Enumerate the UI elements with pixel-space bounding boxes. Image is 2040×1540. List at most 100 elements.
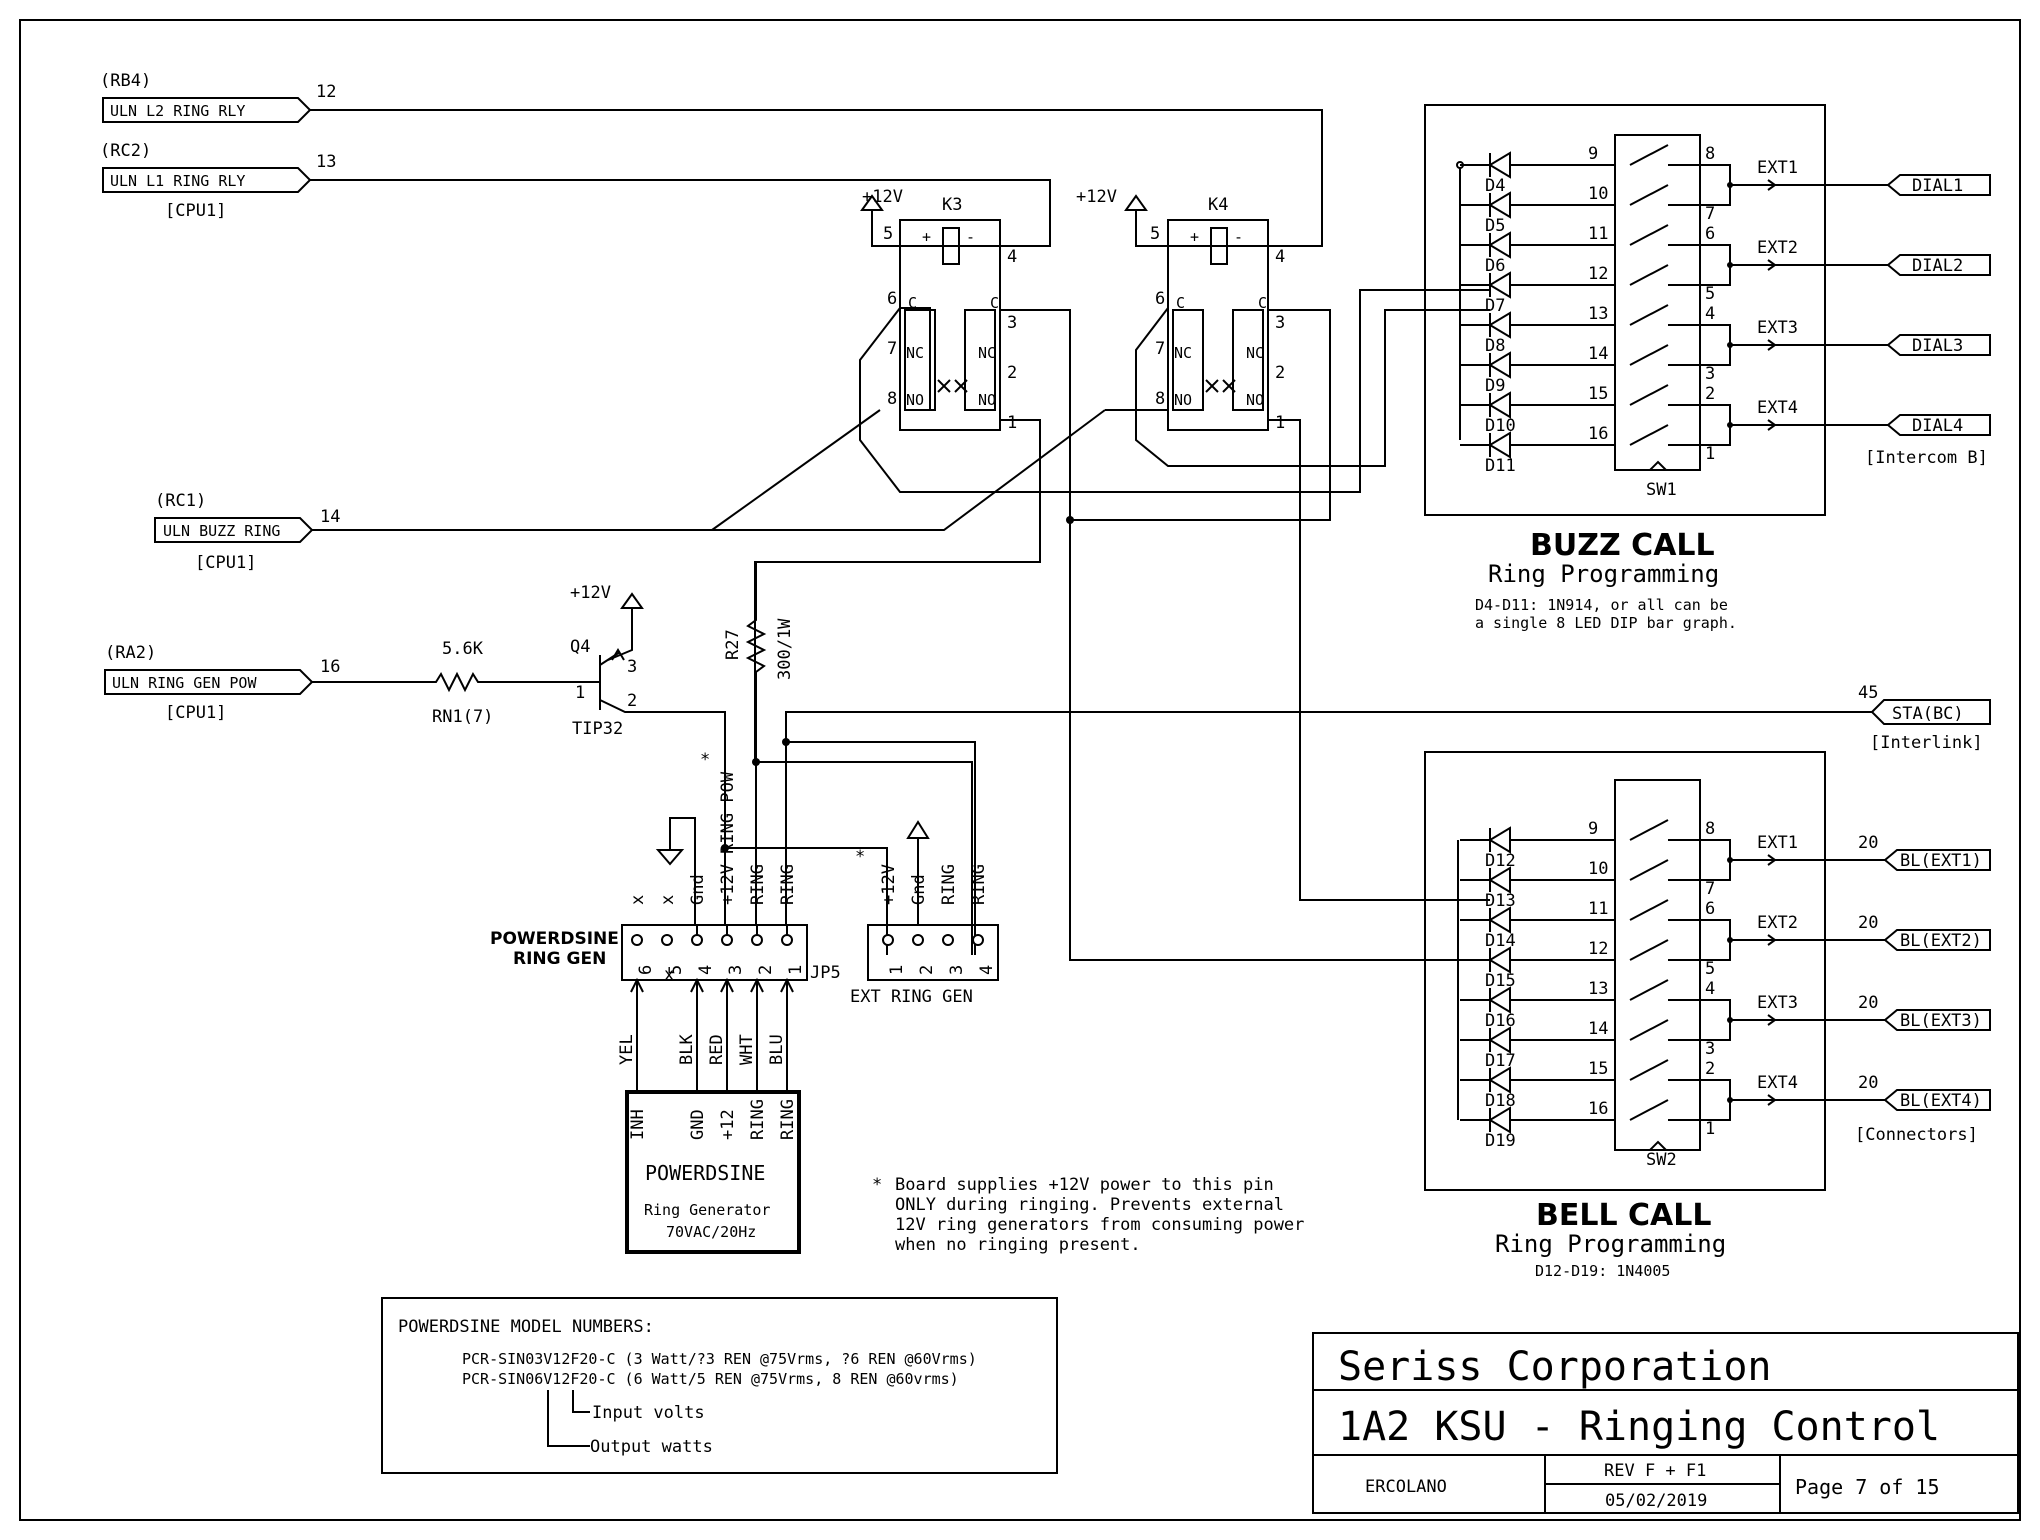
svg-text:6: 6 [887, 289, 897, 309]
jp5-pin-num-1: 6 [636, 965, 656, 975]
svg-text:2: 2 [1275, 363, 1285, 383]
buzz-diode-label-6: D9 [1485, 376, 1505, 396]
jp5-top-label-2: x [658, 895, 678, 905]
connectors-label: [Connectors] [1855, 1125, 1978, 1145]
buzz-switch-4 [1629, 264, 1700, 286]
pin-45-label: 45 [1858, 683, 1878, 703]
buzz-sw-right-pin-1: 8 [1705, 144, 1715, 164]
buzz-diode-7 [1488, 391, 1511, 419]
bl-flag-1 [1775, 849, 1991, 871]
ext-pin-2 [912, 934, 924, 946]
buzz-sw-right-pin-3: 6 [1705, 224, 1715, 244]
jp5-pin-2 [661, 934, 673, 946]
svg-text:1: 1 [1275, 413, 1285, 433]
k4-label: K4 [1208, 195, 1228, 215]
dial-flag-2 [1775, 254, 1991, 276]
buzz-sw-right-pin-4: 5 [1705, 284, 1715, 304]
bell-sw-left-pin-7: 15 [1588, 1059, 1608, 1079]
svg-text:4: 4 [1275, 247, 1285, 267]
bell-diode-label-7: D18 [1485, 1091, 1516, 1111]
bl-flag-3 [1775, 1009, 1991, 1031]
jp5-pin-5 [751, 934, 763, 946]
bell-diode-2 [1488, 866, 1511, 894]
rn1-label: RN1(7) [432, 707, 493, 727]
module-pin-label-4: RING [748, 1099, 768, 1140]
bell-switch-1 [1629, 819, 1700, 841]
svg-text:ONLY during ringing. Prevents: ONLY during ringing. Prevents external [895, 1195, 1284, 1215]
r27-value-label: 300/1W [775, 618, 795, 680]
buzz-sw-left-pin-2: 10 [1588, 184, 1608, 204]
svg-text:7: 7 [887, 339, 897, 359]
bell-diode-5 [1488, 986, 1511, 1014]
ext-pin-num-2: 2 [917, 965, 937, 975]
jp5-pin-num-3: 4 [696, 965, 716, 975]
k3-label: K3 [942, 195, 962, 215]
module-desc1: Ring Generator [644, 1201, 770, 1219]
buzz-diode-label-3: D6 [1485, 256, 1505, 276]
net-uln-buzz: (RC1) ULN BUZZ RING 14 [CPU1] [154, 409, 1106, 573]
bell-sw-right-pin-1: 8 [1705, 819, 1715, 839]
jp5-pin-6 [781, 934, 793, 946]
models-line1: PCR-SIN03V12F20-C (3 Watt/?3 REN @75Vrms… [462, 1350, 977, 1368]
svg-text:+: + [1190, 228, 1199, 246]
buzz-switch-1 [1629, 144, 1700, 166]
bell-switch-2 [1629, 859, 1700, 881]
dial-flag-1 [1775, 174, 1991, 196]
buzz-title: BUZZ CALL [1530, 528, 1715, 563]
bl-pin-label-4: 20 [1858, 1073, 1878, 1093]
svg-text:NC: NC [1246, 344, 1264, 362]
net-sta-bc: 45 STA(BC) [Interlink] [785, 683, 1991, 925]
net-uln-l1: (RC2) ULN L1 RING RLY 13 [CPU1] [100, 141, 1051, 247]
jp5-wire-label-1: YEL [617, 1034, 637, 1065]
models-line2: PCR-SIN06V12F20-C (6 Watt/5 REN @75Vrms,… [462, 1370, 959, 1388]
buzz-ext-label-3: EXT3 [1757, 318, 1798, 338]
bell-sw-right-pin-8: 1 [1705, 1119, 1715, 1139]
ext-top-label-3: RING [939, 864, 959, 905]
net-rc2-label: (RC2) [100, 141, 151, 161]
ext-gen-star: * [855, 847, 865, 867]
buzz-switch-6 [1629, 344, 1700, 366]
svg-text:C: C [1258, 294, 1267, 312]
svg-text:NC: NC [978, 344, 996, 362]
bell-sw-right-pin-5: 4 [1705, 979, 1715, 999]
dial-label-4: DIAL4 [1912, 416, 1963, 436]
svg-text:8: 8 [1155, 389, 1165, 409]
dial-flag-4 [1775, 414, 1991, 436]
svg-text:4: 4 [1007, 247, 1017, 267]
jp5-pin-num-5: 2 [756, 965, 776, 975]
ext-pin-4 [972, 934, 984, 946]
buzz-subtitle: Ring Programming [1488, 560, 1719, 588]
models-input-volts: Input volts [592, 1403, 705, 1423]
bell-ext-label-4: EXT4 [1757, 1073, 1798, 1093]
models-output-watts: Output watts [590, 1437, 713, 1457]
svg-text:-: - [1234, 228, 1243, 246]
jp5-top-label-4: +12V RING POW [718, 771, 738, 905]
bell-note: D12-D19: 1N4005 [1535, 1262, 1670, 1280]
cpu1-label-1: [CPU1] [165, 201, 226, 221]
svg-text:when no ringing present.: when no ringing present. [895, 1235, 1141, 1255]
bell-diode-label-8: D19 [1485, 1131, 1516, 1151]
jp5-wire-label-3: RED [707, 1034, 727, 1065]
jp5-wire-label-4: WHT [737, 1034, 757, 1065]
buzz-diode-label-5: D8 [1485, 336, 1505, 356]
svg-text:NC: NC [1174, 344, 1192, 362]
module-desc2: 70VAC/20Hz [666, 1223, 756, 1241]
ext-pin-3 [942, 934, 954, 946]
module-pin-label-1: INH [628, 1109, 648, 1140]
svg-text:Board supplies +12V power to t: Board supplies +12V power to this pin [895, 1175, 1274, 1195]
bell-ext-label-3: EXT3 [1757, 993, 1798, 1013]
buzz-sw-right-pin-7: 2 [1705, 384, 1715, 404]
bell-sw-left-pin-5: 13 [1588, 979, 1608, 999]
sw1-label: SW1 [1646, 480, 1677, 500]
bell-switch-5 [1629, 979, 1700, 1001]
model-numbers-box: POWERDSINE MODEL NUMBERS: PCR-SIN03V12F2… [381, 1297, 1058, 1474]
svg-text:NO: NO [1246, 391, 1264, 409]
bell-ext-label-2: EXT2 [1757, 913, 1798, 933]
bell-diode-4 [1488, 946, 1511, 974]
sw2-label: SW2 [1646, 1150, 1677, 1170]
bl-label-4: BL(EXT4) [1900, 1091, 1982, 1111]
